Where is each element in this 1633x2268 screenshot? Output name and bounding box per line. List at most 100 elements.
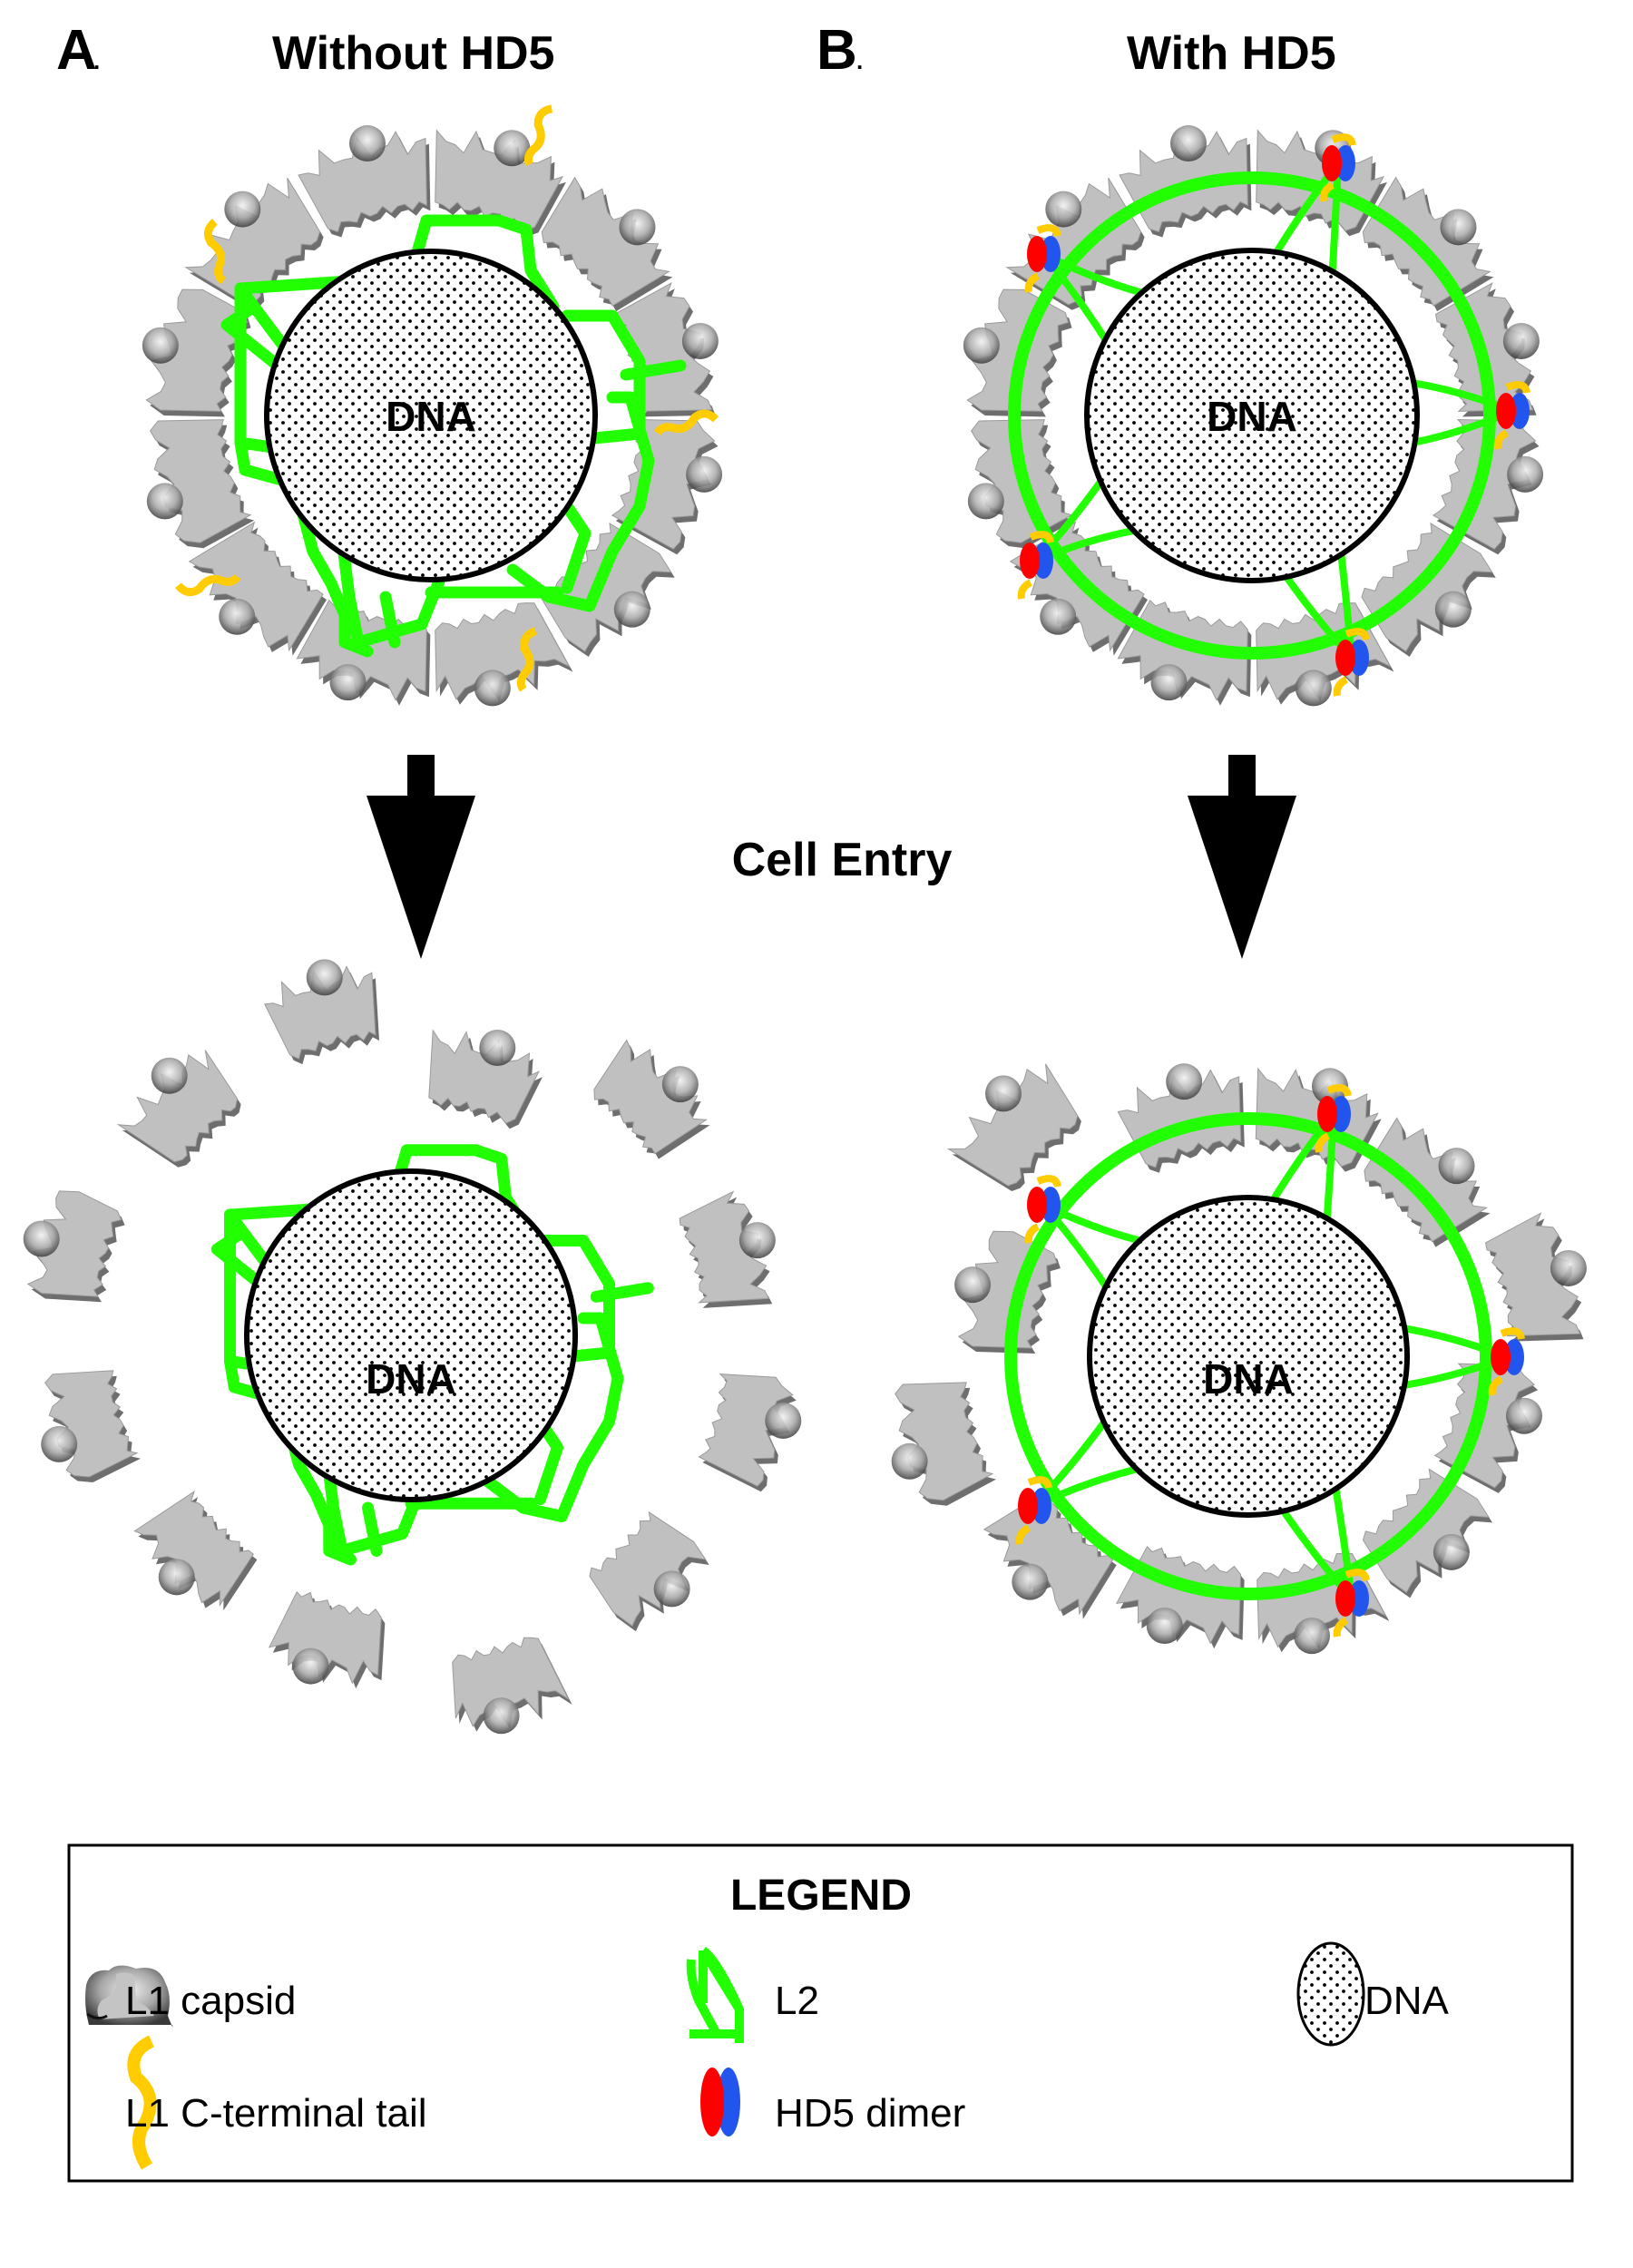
legend-label-hd5-dimer: HD5 dimer <box>775 2091 965 2136</box>
panel-b-letter: B <box>816 19 857 82</box>
hd5-dimer <box>1024 1175 1061 1244</box>
dna-label-a-disassembled: DNA <box>366 1355 456 1403</box>
hd5-monomer-red <box>1018 1488 1038 1524</box>
hd5-dimer <box>1015 1476 1052 1545</box>
panel-a-letter-dot: . <box>93 47 100 74</box>
legend-label-l1-c-terminal-tail: L1 C-terminal tail <box>125 2091 427 2136</box>
l1-c-terminal-tail-icon <box>127 2035 157 2170</box>
l1-capsomer <box>188 521 327 656</box>
l1-capsomer <box>435 602 573 707</box>
l1-capsomer <box>428 1029 543 1129</box>
l1-capsomer <box>23 1190 125 1303</box>
l1-capsomer <box>41 1370 142 1482</box>
l1-capsomer <box>435 129 566 237</box>
hd5-dimer <box>1333 628 1370 697</box>
dna-label-b-stabilized: DNA <box>1203 1355 1294 1403</box>
l2-strand <box>362 1501 383 1557</box>
l2-ring <box>1008 171 1496 660</box>
l1-capsomer <box>298 125 431 238</box>
dna-circle <box>264 249 598 582</box>
l1-capsomer <box>1362 176 1494 312</box>
hd5-dimer <box>1493 381 1530 450</box>
dna-circle <box>1084 248 1420 583</box>
hd5-dimer <box>1319 133 1356 202</box>
hd5-dimer <box>1017 531 1054 600</box>
l1-capsomer <box>946 1063 1081 1191</box>
l2-strand <box>506 391 655 612</box>
l2-strand <box>561 500 592 594</box>
l1-capsomer <box>1361 523 1496 657</box>
arrow-down-icon-a <box>367 755 475 959</box>
hd5-monomer-red <box>1317 1096 1337 1132</box>
l1-capsomer <box>1364 1117 1491 1247</box>
hd5-monomer-red <box>1020 543 1040 579</box>
l1-capsomer <box>541 176 673 312</box>
l2-strand <box>224 1355 357 1566</box>
hd5-dimer <box>1315 1084 1352 1153</box>
l2-strand <box>411 214 560 313</box>
l2-strand <box>234 436 374 658</box>
l1-capsomer <box>268 1591 386 1689</box>
hd5-monomer-red <box>1322 145 1342 181</box>
l1-capsomer <box>133 1490 258 1611</box>
l1-c-terminal-tail <box>523 104 553 167</box>
l2-strand <box>620 359 687 381</box>
virion-a-disassembled <box>23 959 802 1735</box>
hd5-monomer-red <box>1491 1339 1511 1375</box>
l2-strand <box>534 1235 615 1364</box>
l2-strand <box>590 1282 654 1303</box>
legend-label-dna: DNA <box>1364 1979 1450 2023</box>
l1-c-terminal-tail <box>653 409 719 435</box>
l2-strand <box>561 309 646 445</box>
l1-capsomer <box>146 419 255 549</box>
panel-a-letter: A <box>56 19 97 82</box>
l1-capsomer <box>891 1382 996 1506</box>
hd5-dimer <box>1333 1569 1370 1637</box>
l1-capsid-icon <box>85 1965 173 2028</box>
legend-label-l1-capsid: L1 capsid <box>125 1979 296 2023</box>
arrow-down-icon-b <box>1188 755 1296 959</box>
dna-label-a-intact: DNA <box>386 393 476 440</box>
l1-c-terminal-tail <box>174 573 241 597</box>
panel-b-title: With HD5 <box>1127 27 1336 80</box>
l1-capsomer <box>116 1050 241 1168</box>
legend-label-l2: L2 <box>775 1979 819 2023</box>
l1-c-terminal-tail <box>516 627 537 692</box>
legend-title: LEGEND <box>730 1872 912 1920</box>
l1-capsomer <box>1485 1212 1587 1342</box>
cell-entry-label: Cell Entry <box>732 834 953 886</box>
virion-b-stabilized <box>891 1063 1587 1655</box>
l1-capsomer <box>264 959 379 1065</box>
l2-icon <box>686 1946 744 2043</box>
panel-b-heading: B . With HD5 <box>816 19 1336 82</box>
l1-c-terminal-tail <box>203 218 227 285</box>
l1-capsomer <box>698 1374 802 1492</box>
hd5-monomer-red <box>1335 640 1355 676</box>
l2-ring <box>1004 1112 1492 1600</box>
virion-a-intact <box>142 104 723 707</box>
panel-b-letter-dot: . <box>856 47 863 74</box>
hd5-monomer-red <box>1027 1187 1047 1223</box>
panel-a-title: Without HD5 <box>272 27 554 80</box>
hd5-monomer-red <box>1496 393 1516 429</box>
l2-strand <box>318 1432 425 1557</box>
l1-capsomer <box>679 1190 776 1308</box>
hd5-dimer-icon <box>700 2068 740 2136</box>
dna-icon <box>1296 1941 1365 2047</box>
panel-a-heading: A . Without HD5 <box>56 19 554 82</box>
l1-capsomer <box>593 1039 710 1159</box>
hd5-monomer-red <box>1335 1580 1355 1617</box>
l1-capsomer <box>983 1489 1117 1619</box>
dna-label-b-intact: DNA <box>1207 393 1297 440</box>
l1-capsomer <box>589 1510 709 1632</box>
hd5-monomer-red <box>1027 236 1047 272</box>
dna-circle <box>1087 1195 1410 1518</box>
dna-circle <box>244 1168 578 1502</box>
legend-frame <box>67 1843 1574 2183</box>
hd5-dimer <box>1488 1327 1525 1396</box>
l1-capsomer <box>1362 1468 1492 1598</box>
hd5-dimer <box>1024 224 1061 293</box>
virion-b-intact <box>963 125 1544 707</box>
l1-capsomer <box>452 1637 572 1735</box>
